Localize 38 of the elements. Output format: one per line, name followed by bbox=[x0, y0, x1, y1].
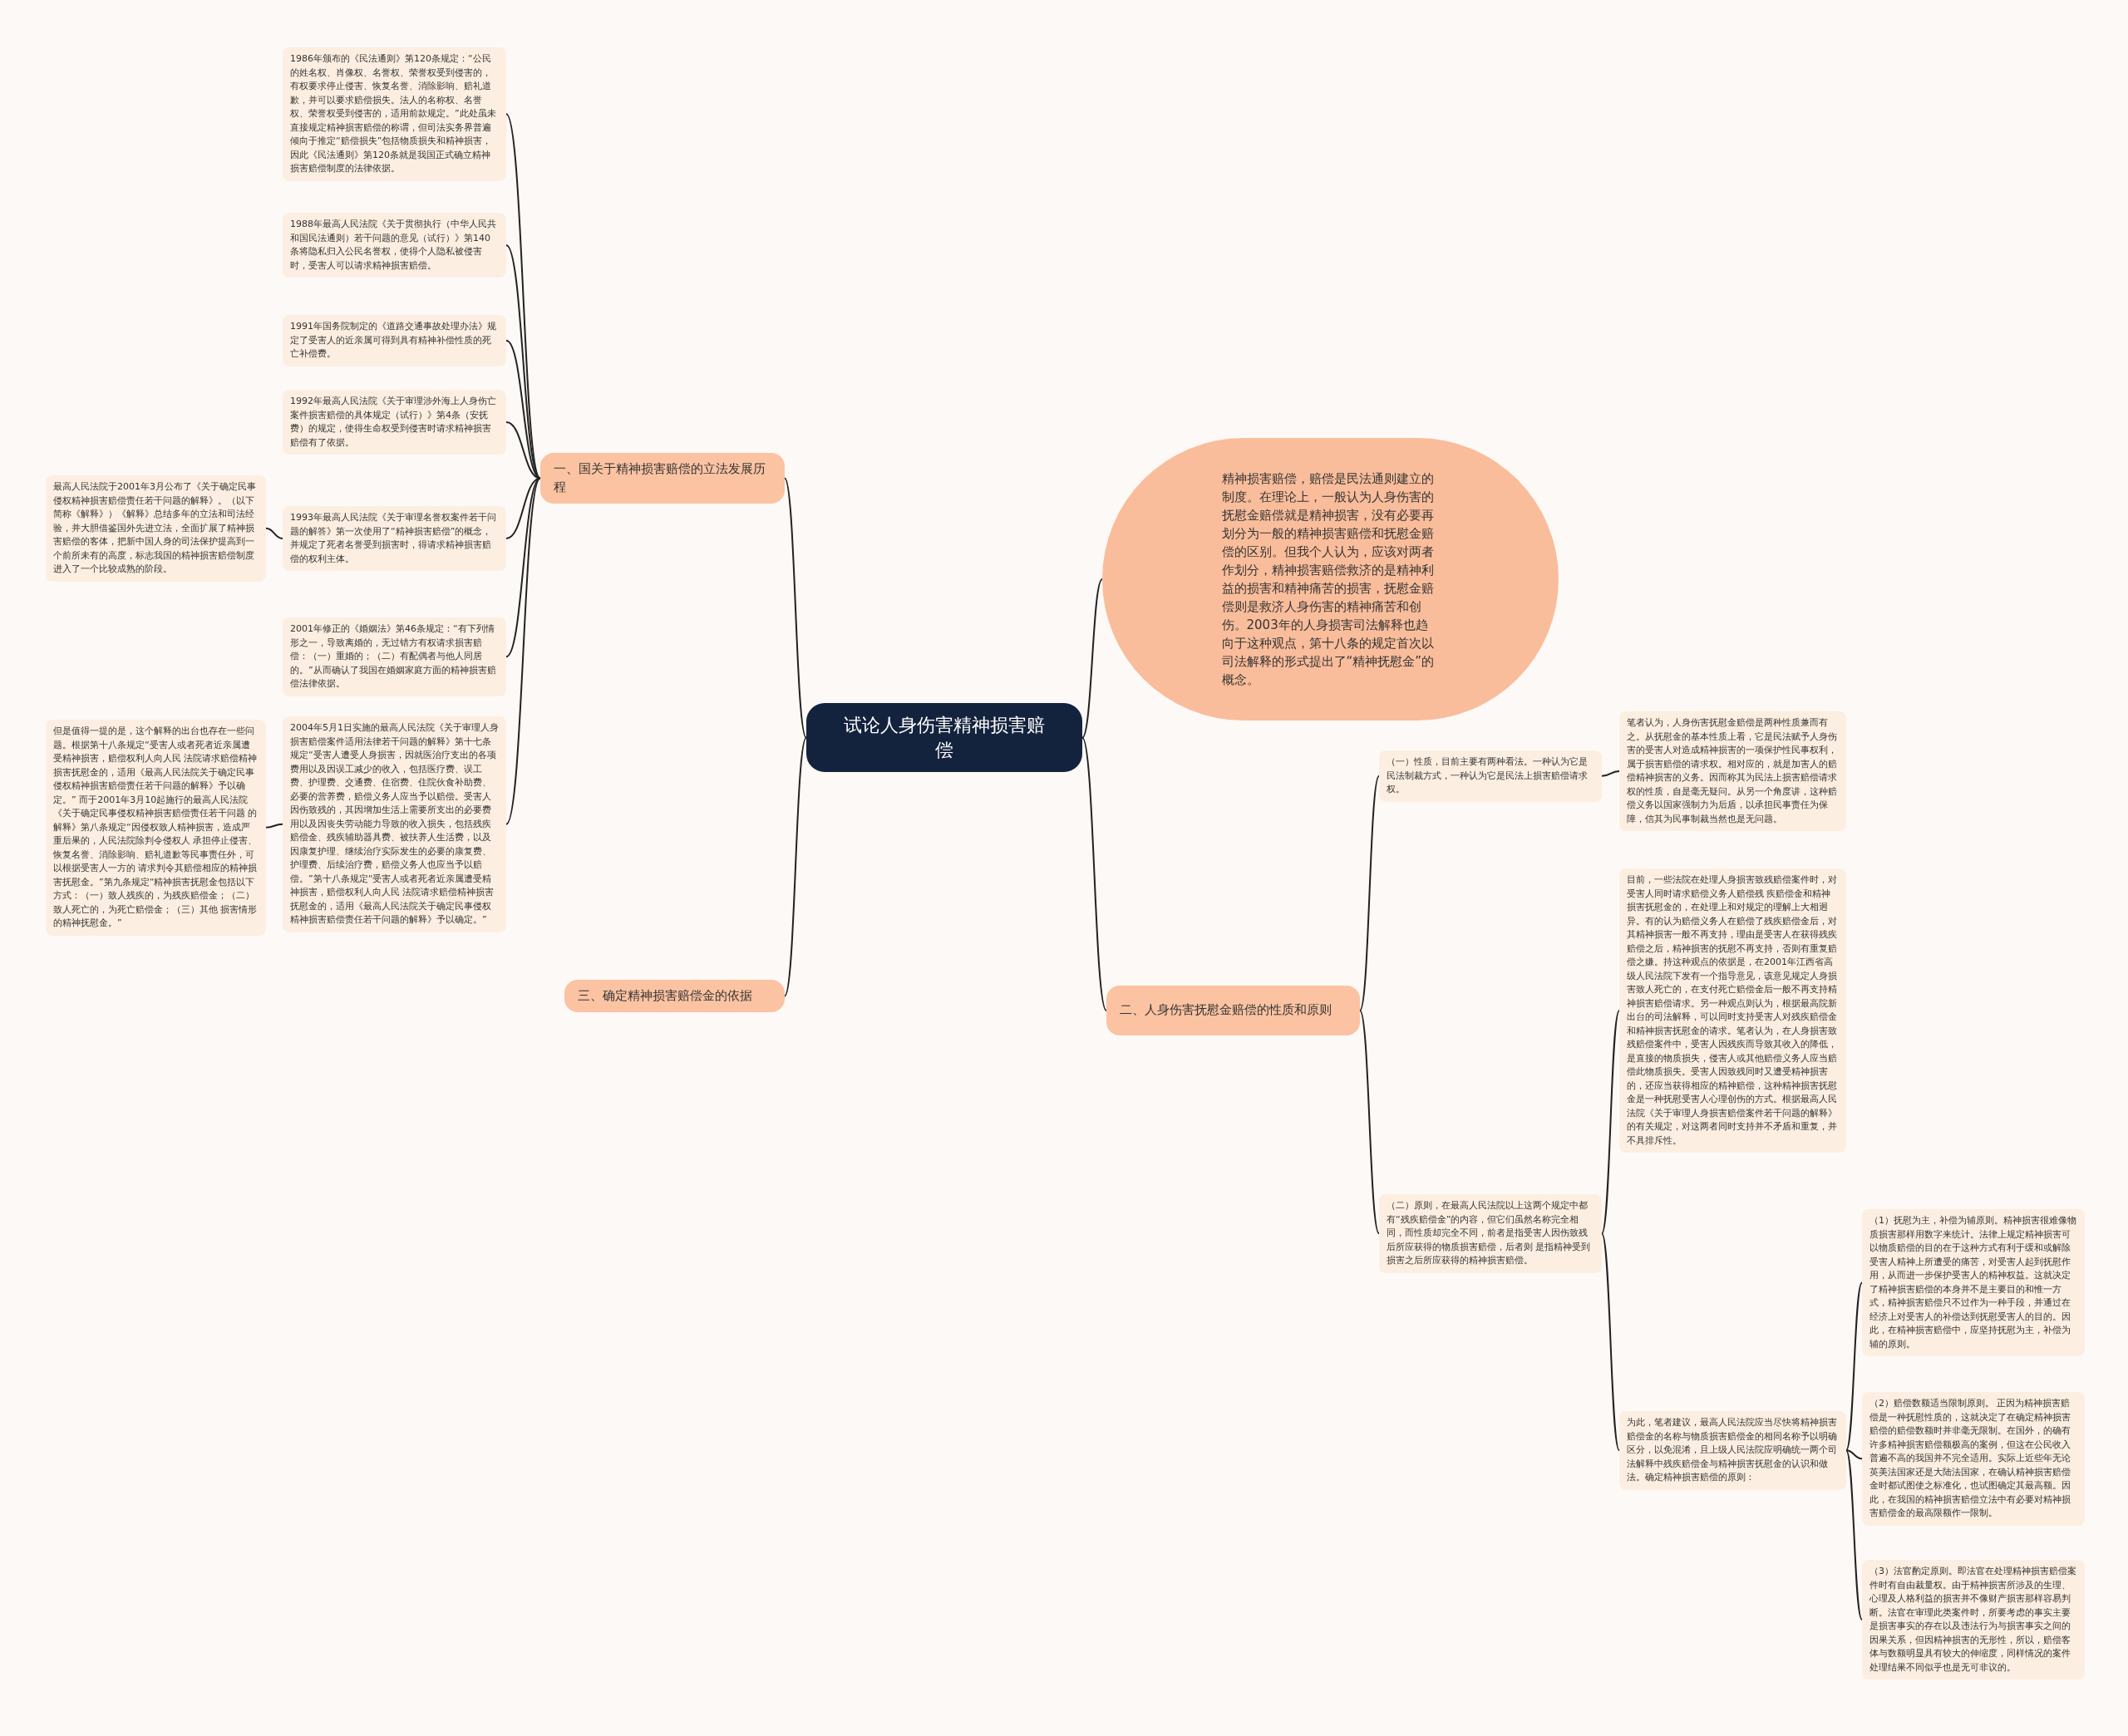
connector-line bbox=[1845, 1449, 1863, 1620]
connector-line bbox=[1081, 578, 1103, 739]
central-topic: 试论人身伤害精神损害赔偿 bbox=[806, 703, 1082, 773]
connector-line bbox=[1601, 1010, 1620, 1235]
connector-line bbox=[1359, 775, 1380, 1011]
connector-line bbox=[505, 477, 541, 825]
topic-bubble: 精神损害赔偿，赔偿是民法通则建立的制度。在理论上，一般认为人身伤害的抚慰金赔偿就是精神损害，没有必要再划分为一般的精神损害赔偿和抚慰金赔偿的区别。但我个人认为，应该对两者作划分，精神损害赔偿救济的是精神利益的损害和精神痛苦的损害，抚慰金赔偿则是救济人身伤害的精神痛苦和创伤。2003年的人身损害司法解释也趋向于这种观点，第十八条的规定首次以司法解释的形式提出了“精神抚慰金”的概念。 bbox=[1102, 438, 1559, 720]
branch-topic: 三、确定精神损害赔偿金的依据 bbox=[564, 980, 785, 1012]
text-card: （3）法官酌定原则。即法官在处理精神损害赔偿案件时有自由裁量权。由于精神损害所涉及的生理、心理及人格利益的损害并不像财产损害那样容易判断。法官在审理此类案件时，所要考虑的事实主要是损害事实的存在以及违法行为与损害事实之间的因果关系，但因精神损害的无形性，所以，赔偿客体与数额明显具有较大的伸缩度，同样情况的案件处理结果不同似乎也是无可非议的。 bbox=[1862, 1560, 2085, 1679]
branch-topic: 二、人身伤害抚慰金赔偿的性质和原则 bbox=[1106, 986, 1360, 1035]
connector-line bbox=[784, 736, 807, 997]
text-card: 2001年修正的《婚姻法》第46条规定：“有下列情形之一，导致离婚的，无过错方有权请求损害赔偿：（一）重婚的；（二）有配偶者与他人同居的。”从而确认了我国在婚姻家庭方面的精神损害赔偿法律依据。 bbox=[283, 617, 506, 696]
connector-line bbox=[1845, 1281, 1863, 1452]
text-card: （二）原则，在最高人民法院以上这两个规定中都有“残疾赔偿金”的内容，但它们虽然名称完全相同，而性质却完全不同，前者是指受害人因伤致残后所应获得的物质损害赔偿，后者则 是指精神受到损害之后所应获得的精神损害赔偿。 bbox=[1379, 1194, 1602, 1273]
text-card: （2）赔偿数额适当限制原则。 正因为精神损害赔偿是一种抚慰性质的，这就决定了在确定精神损害赔偿的赔偿数额时并非毫无限制。在国外，的确有许多精神损害赔偿额极高的案例，但这在公民收入普遍不高的我国并不完全适用。实际上近些年无论英美法国家还是大陆法国家，在确认精神损害赔偿金时都试图使之标准化，也试图确定其最高额。因此，在我国的精神损害赔偿立法中有必要对精神损害赔偿金的最高限额作一限制。 bbox=[1862, 1392, 2085, 1526]
text-card: 1986年颁布的《民法通则》第120条规定：“公民的姓名权、肖像权、名誉权、荣誉权受到侵害的，有权要求停止侵害、恢复名誉、消除影响、赔礼道歉，并可以要求赔偿损失。法人的名称权、名誉权、荣誉权受到侵害的，适用前款规定。”此处虽未直接规定精神损害赔偿的称谓，但司法实务界普遍倾向于推定“赔偿损失”包括物质损失和精神损害，因此《民法通则》第120条就是我国正式确立精神损害赔偿制度的法律依据。 bbox=[283, 47, 506, 181]
text-card: 2004年5月1日实施的最高人民法院《关于审理人身损害赔偿案件适用法律若干问题的解释》第十七条规定“受害人遭受人身损害，因就医治疗支出的各项费用以及因误工减少的收入，包括医疗费、误工费、护理费、交通费、住宿费、住院伙食补助费、必要的营养费，赔偿义务人应当予以赔偿。受害人因伤致残的，其因增加生活上需要所支出的必要费用以及因丧失劳动能力导致的收入损失，包括残疾赔偿金、残疾辅助器具费、被扶养人生活费，以及因康复护理、继续治疗实际发生的必要的康复费、护理费、后续治疗费，赔偿义务人也应当予以赔偿。”第十八条规定“受害人或者死者近亲属遭受精神损害，赔偿权利人向人民 法院请求赔偿精神损害抚慰金的，适用《最高人民法院关于确定民事侵权精神损害赔偿责任若干问题的解释》予以确定。” bbox=[283, 716, 506, 932]
text-card: 1988年最高人民法院《关于贯彻执行（中华人民共和国民法通则）若干问题的意见（试行）》第140条将隐私归入公民名誉权，使得个人隐私被侵害时，受害人可以请求精神损害赔偿。 bbox=[283, 213, 506, 278]
text-card: 最高人民法院于2001年3月公布了《关于确定民事侵权精神损害赔偿责任若干问题的解释》。（以下简称《解释》）《解释》总结多年的立法和司法经验，并大胆借鉴国外先进立法，全面扩展了精神损害赔偿的客体，把新中国人身的司法保护提高到一个前所未有的高度，标志我国的精神损害赔偿制度进入了一个比较成熟的阶段。 bbox=[46, 475, 266, 582]
connector-line bbox=[1845, 1449, 1863, 1460]
connector-line bbox=[265, 823, 283, 829]
text-card: 1993年最高人民法院《关于审理名誉权案件若干问题的解答》第一次使用了“精神损害赔偿”的概念，并规定了死者名誉受到损害时，得请求精神损害赔偿的权利主体。 bbox=[283, 506, 506, 571]
text-card: （一）性质，目前主要有两种看法。一种认为它是民法制裁方式，一种认为它是民法上损害赔偿请求权。 bbox=[1379, 750, 1602, 802]
text-card: 1991年国务院制定的《道路交通事故处理办法》规定了受害人的近亲属可得到具有精神补偿性质的死亡补偿费。 bbox=[283, 315, 506, 366]
text-card: 笔者认为，人身伤害抚慰金赔偿是两种性质兼而有之。从抚慰金的基本性质上看，它是民法赋予人身伤害的受害人对造成精神损害的一项保护性民事权利，属于损害赔偿的请求权。相对应的，就是加害人的赔偿精神损害的义务。因而称其为民法上损害赔偿请求权的性质，自是毫无疑问。从另一个角度讲，这种赔偿义务以国家强制力为后盾，以承担民事责任为保障，信其为民事制裁当然也是无问题。 bbox=[1619, 711, 1846, 831]
connector-line bbox=[265, 527, 283, 539]
text-card: 目前，一些法院在处理人身损害致残赔偿案件时，对受害人同时请求赔偿义务人赔偿残 疾赔偿金和精神损害抚慰金的，在处理上和对规定的理解上大相迥异。有的认为赔偿义务人在赔偿了残疾赔偿金后，对其精神损害一般不再支持，理由是受害人在获得残疾赔偿之后，精神损害的抚慰不再支持，否则有重复赔偿之嫌。持这种观点的依据是，在2001年江西省高级人民法院下发有一个指导意见，该意见规定人身损害致人死亡的，在支付死亡赔偿金后一般不再支持精神损害赔偿请求。另一种观点则认为，根据最高院新出台的司法解释，可以同时支持受害人对残疾赔偿金和精神损害抚慰金的请求。笔者认为，在人身损害致残赔偿案件中，受害人因残疾而导致其收入的降低，是直接的物质损失，侵害人或其他赔偿义务人应当赔偿此物质损失。受害人因致残同时又遭受精神损害的，还应当获得相应的精神赔偿，这种精神损害抚慰金是一种抚慰受害人心理创伤的方式。根据最高人民法院《关于审理人身损害赔偿案件若干问题的解释》的有关规定，对这两者同时支持并不矛盾和重复，并不具排斥性。 bbox=[1619, 868, 1846, 1153]
connector-line bbox=[1359, 1010, 1380, 1235]
text-card: 为此，笔者建议，最高人民法院应当尽快将精神损害赔偿金的名称与物质损害赔偿金的相同名称予以明确区分，以免混淆，且上级人民法院应明确统一两个司法解释中残疾赔偿金与精神损害抚慰金的认识和做法。确定精神损害赔偿的原则： bbox=[1619, 1411, 1846, 1490]
connector-line bbox=[784, 477, 807, 739]
connector-line bbox=[1601, 770, 1620, 777]
text-card: （1）抚慰为主，补偿为辅原则。精神损害很难像物质损害那样用数字来统计。法律上规定精神损害可以物质赔偿的目的在于这种方式有利于缓和或解除受害人精神上所遭受的痛苦，对受害人起到抚慰作用，从而进一步保护受害人的精神权益。这就决定了精神损害赔偿的本身并不是主要目的和惟一方式，精神损害赔偿只不过作为一种手段，并通过在经济上对受害人的补偿达到抚慰受害人的目的。因此，在精神损害赔偿中，应坚持抚慰为主，补偿为辅的原则。 bbox=[1862, 1209, 2085, 1356]
text-card: 1992年最高人民法院《关于审理涉外海上人身伤亡案件损害赔偿的具体规定（试行）》第4条（安抚费）的规定，使得生命权受到侵害时请求精神损害赔偿有了依据。 bbox=[283, 390, 506, 455]
text-card: 但是值得一提的是，这个解释的出台也存在一些问题。根据第十八条规定“受害人或者死者近亲属遭受精神损害，赔偿权利人向人民 法院请求赔偿精神损害抚慰金的，适用《最高人民法院关于确定民事侵权精神损害赔偿责任若干问题的解释》予以确定。” 而于2001年3月10起施行的最高人民法院《关于确定民事侵权精神损害赔偿责任若干问题 的解释》第八条规定“因侵权致人精神损害，造成严重后果的，人民法院除判令侵权人 承担停止侵害、恢复名誉、消除影响、赔礼道歉等民事责任外，可以根据受害人一方的 请求判令其赔偿相应的精神损害抚慰金。”第九条规定“精神损害抚慰金包括以下方式：（一）致人残疾的，为残疾赔偿金；（二）致人死亡的，为死亡赔偿金；（三）其他 损害情形的精神抚慰金。” bbox=[46, 720, 266, 936]
connector-line bbox=[1081, 736, 1107, 1011]
branch-topic: 一、国关于精神损害赔偿的立法发展历程 bbox=[540, 453, 785, 504]
connector-line bbox=[505, 113, 541, 479]
connector-line bbox=[1601, 1232, 1620, 1452]
